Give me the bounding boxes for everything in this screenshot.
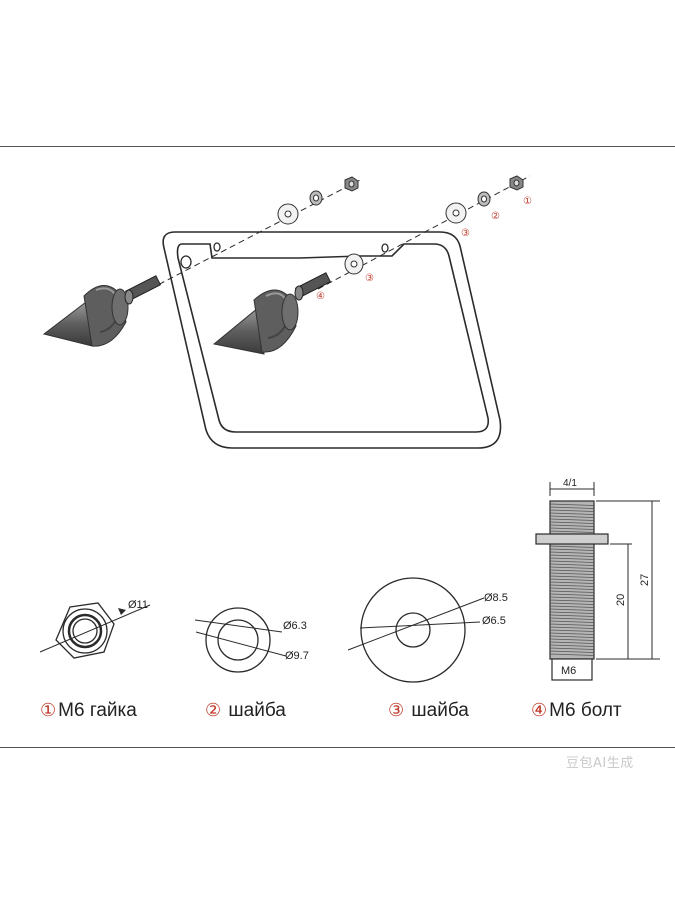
dim-washer3-outer: Ø8.5 bbox=[484, 592, 508, 604]
callout-3: ③ bbox=[461, 228, 470, 239]
bolt-thread-line bbox=[549, 635, 595, 638]
bottom-divider bbox=[0, 747, 675, 748]
bolt-thread-line bbox=[549, 596, 595, 599]
dim-nut-outer: Ø11 bbox=[128, 599, 148, 611]
bolt-thread-line bbox=[549, 509, 595, 512]
washer-small-drawing bbox=[194, 607, 287, 673]
bolt-thread-line bbox=[549, 638, 595, 641]
nut-drawing bbox=[39, 602, 151, 659]
bolt-thread-line bbox=[549, 554, 595, 557]
dim-bolt-width: 4/1 bbox=[563, 478, 577, 489]
bolt-thread-line bbox=[549, 557, 595, 560]
bolt-thread-line bbox=[549, 608, 595, 611]
part-label-3: ③ шайба bbox=[388, 700, 469, 721]
bolt-center bbox=[294, 272, 332, 301]
bolt-left bbox=[124, 275, 162, 305]
spike-center bbox=[212, 289, 299, 355]
bolt-thread-line bbox=[549, 575, 595, 578]
washer-large-drawing bbox=[347, 577, 485, 683]
bolt-thread-line bbox=[549, 563, 595, 566]
dim-bolt-thread-length: 20 bbox=[615, 594, 627, 606]
bolt-thread-line bbox=[549, 641, 595, 644]
dim-washer2-inner: Ø6.3 bbox=[283, 620, 307, 632]
bolt-thread-line bbox=[549, 524, 595, 527]
bolt-thread-line bbox=[549, 545, 595, 548]
bolt-thread-line bbox=[549, 626, 595, 629]
bolt-thread-line bbox=[549, 587, 595, 590]
bolt-thread-line bbox=[549, 581, 595, 584]
bolt-thread-line bbox=[549, 599, 595, 602]
bolt-thread-line bbox=[549, 506, 595, 509]
bolt-thread-line bbox=[549, 623, 595, 626]
dim-bolt-thread: M6 bbox=[561, 665, 576, 677]
callout-2: ② bbox=[491, 211, 500, 222]
bolt-thread-line bbox=[549, 518, 595, 521]
bolt-thread-line bbox=[549, 551, 595, 554]
dim-washer2-outer: Ø9.7 bbox=[285, 650, 309, 662]
bolt-thread-line bbox=[549, 503, 595, 506]
left-hardware bbox=[277, 176, 359, 225]
bolt-thread-line bbox=[549, 653, 595, 656]
top-divider bbox=[0, 146, 675, 147]
bolt-thread-line bbox=[549, 614, 595, 617]
dim-washer3-inner: Ø6.5 bbox=[482, 615, 506, 627]
bolt-thread-line bbox=[549, 548, 595, 551]
bolt-thread-line bbox=[549, 515, 595, 518]
plate-frame bbox=[162, 231, 502, 449]
bolt-thread-line bbox=[549, 590, 595, 593]
callout-3-center: ③ bbox=[365, 273, 374, 284]
bolt-thread-line bbox=[549, 605, 595, 608]
bolt-thread-line bbox=[549, 611, 595, 614]
bolt-thread-line bbox=[549, 644, 595, 647]
part-label-2: ② шайба bbox=[205, 700, 286, 721]
bolt-thread-line bbox=[549, 602, 595, 605]
bolt-dimension-lines bbox=[549, 482, 660, 660]
callout-1: ① bbox=[523, 196, 532, 207]
bolt-thread-line bbox=[549, 650, 595, 653]
bolt-thread-line bbox=[549, 584, 595, 587]
bolt-thread-line bbox=[549, 512, 595, 515]
bolt-thread-line bbox=[549, 629, 595, 632]
bolt-thread-line bbox=[549, 620, 595, 623]
bolt-thread-line bbox=[549, 521, 595, 524]
right-hardware bbox=[344, 175, 524, 275]
dim-bolt-length: 27 bbox=[639, 574, 651, 586]
bolt-thread-line bbox=[549, 593, 595, 596]
bolt-thread-line bbox=[549, 527, 595, 530]
bolt-thread-line bbox=[549, 566, 595, 569]
bolt-thread-line bbox=[549, 578, 595, 581]
bolt-thread-line bbox=[549, 617, 595, 620]
watermark-text: 豆包AI生成 bbox=[566, 756, 634, 771]
bolt-thread-line bbox=[549, 530, 595, 533]
bolt-thread-line bbox=[549, 632, 595, 635]
bolt-thread-line bbox=[549, 560, 595, 563]
bolt-thread-line bbox=[549, 569, 595, 572]
spike-left bbox=[42, 285, 129, 347]
bolt-thread-line bbox=[549, 647, 595, 650]
bolt-drawing bbox=[535, 500, 609, 681]
bolt-thread-line bbox=[549, 572, 595, 575]
callout-4: ④ bbox=[316, 291, 325, 302]
